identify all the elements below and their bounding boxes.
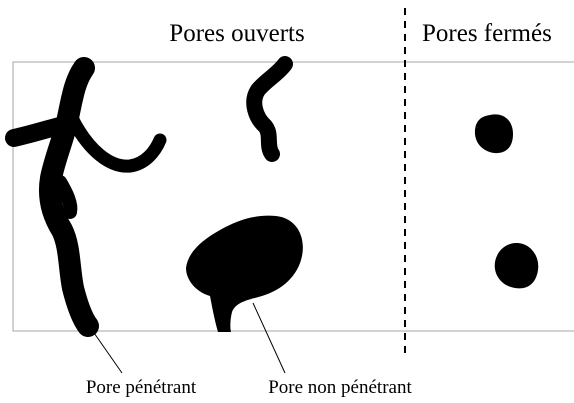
open-pores-heading: Pores ouverts bbox=[169, 20, 304, 47]
closed-pores-heading: Pores fermés bbox=[422, 20, 552, 47]
closed-pore-lower bbox=[494, 242, 539, 289]
penetrating-pore-label: Pore pénétrant bbox=[86, 377, 197, 398]
closed-pore-upper bbox=[474, 114, 513, 154]
sample-outline bbox=[12, 61, 574, 332]
non-penetrating-leader bbox=[252, 302, 286, 374]
blind-open-pore bbox=[246, 56, 293, 162]
non-penetrating-pore bbox=[186, 215, 303, 332]
penetrating-leader bbox=[91, 329, 123, 374]
non-penetrating-pore-label: Pore non pénétrant bbox=[268, 377, 412, 398]
penetrating-pore bbox=[5, 57, 167, 337]
